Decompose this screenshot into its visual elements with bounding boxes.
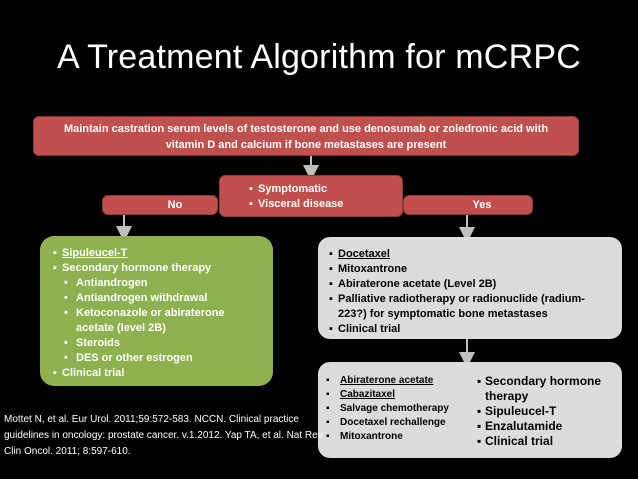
list-item: Abiraterone acetate xyxy=(326,374,449,388)
list-item: Clinical trial xyxy=(477,434,620,449)
list-item: Secondary hormone therapy xyxy=(53,261,269,276)
list-item: Mitoxantrone xyxy=(326,430,449,444)
list-item: Cabazitaxel xyxy=(326,388,449,402)
list-item: Sipuleucel-T xyxy=(477,404,620,419)
no-branch-box: No xyxy=(102,195,218,215)
list-item: Docetaxel rechallenge xyxy=(326,416,449,430)
list-item: Mitoxantrone xyxy=(329,262,616,277)
decision-box: Symptomatic Visceral disease xyxy=(219,175,403,217)
list-item: Clinical trial xyxy=(329,322,616,337)
slide-title: A Treatment Algorithm for mCRPC xyxy=(57,38,581,76)
second-line-right-list: Secondary hormone therapy Sipuleucel-T E… xyxy=(477,374,620,449)
decision-item: Symptomatic xyxy=(249,182,402,197)
second-line-treatment-box: Abiraterone acetate Cabazitaxel Salvage … xyxy=(318,362,622,458)
no-path-treatment-box: Sipuleucel-T Secondary hormone therapy A… xyxy=(40,236,273,386)
list-subitem: Antiandrogen xyxy=(62,276,269,291)
yes-branch-box: Yes xyxy=(403,195,533,215)
list-subitem: Steroids xyxy=(62,336,269,351)
list-item: Clinical trial xyxy=(53,366,269,381)
no-label: No xyxy=(167,199,183,211)
list-item: Secondary hormone therapy xyxy=(477,374,620,404)
maintain-castration-box: Maintain castration serum levels of test… xyxy=(33,116,579,156)
list-item: Sipuleucel-T xyxy=(53,246,269,261)
references-text: Mottet N, et al. Eur Urol. 2011;59:572-5… xyxy=(4,414,323,457)
list-item: Enzalutamide xyxy=(477,419,620,434)
list-item: Abiraterone acetate (Level 2B) xyxy=(329,277,616,292)
list-subitem: DES or other estrogen xyxy=(62,351,269,366)
list-subitem: Antiandrogen withdrawal xyxy=(62,291,269,306)
yes-path-treatment-box: Docetaxel Mitoxantrone Abiraterone aceta… xyxy=(318,237,622,339)
second-line-left-list: Abiraterone acetate Cabazitaxel Salvage … xyxy=(326,374,449,444)
decision-item: Visceral disease xyxy=(249,197,402,212)
list-item: Docetaxel xyxy=(329,247,616,262)
list-item: Palliative radiotherapy or radionuclide … xyxy=(329,292,616,322)
yes-label: Yes xyxy=(472,199,492,211)
list-item: Salvage chemotherapy xyxy=(326,402,449,416)
list-subitem: Ketoconazole or abiraterone acetate (lev… xyxy=(62,306,269,336)
